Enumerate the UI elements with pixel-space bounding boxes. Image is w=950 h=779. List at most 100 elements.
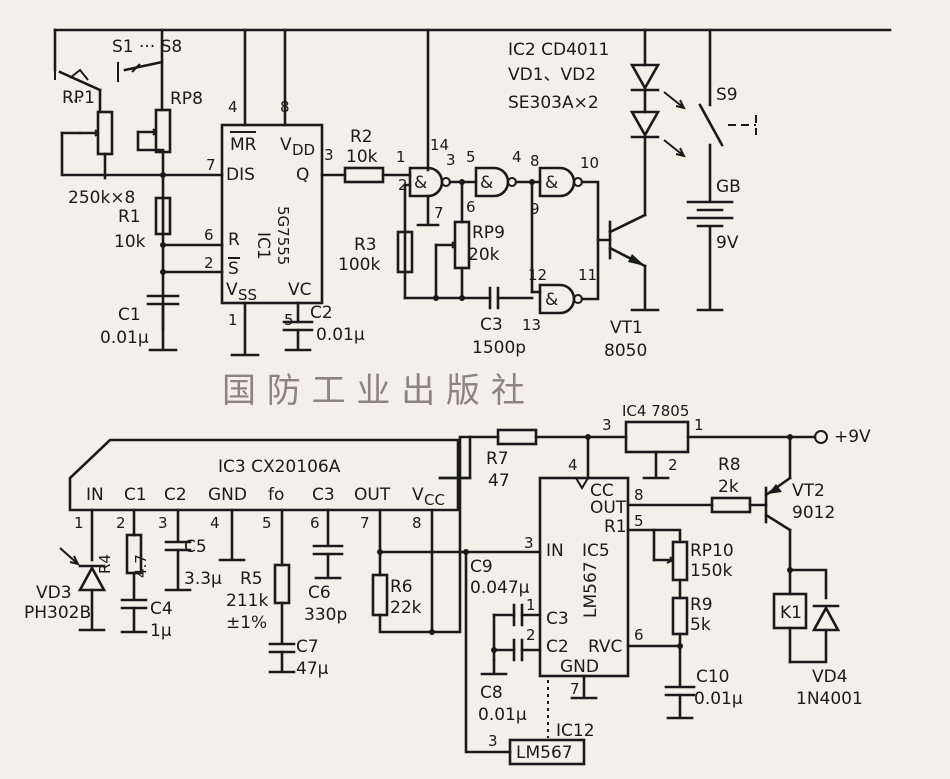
ic12-decoder: LM567 bbox=[508, 738, 586, 766]
led-vd1 bbox=[629, 63, 661, 92]
bottom-circuit: IC3 CX20106A IN C1 C2 GND fo C3 OUT V CC… bbox=[24, 402, 871, 766]
ic1-n2: 2 bbox=[204, 254, 214, 272]
r1-value-label: 10k bbox=[114, 232, 146, 252]
s9-label: S9 bbox=[716, 85, 738, 105]
ic3-n8: 8 bbox=[412, 514, 422, 532]
transistor-vt2: VT2 9012 bbox=[764, 476, 835, 532]
nand-gate-c: & bbox=[538, 166, 583, 198]
c8-value-label: 0.01μ bbox=[478, 705, 527, 725]
ic5-n7: 7 bbox=[570, 680, 580, 698]
gate-pin-4: 4 bbox=[512, 148, 522, 166]
ic1-n7: 7 bbox=[206, 156, 216, 174]
ic5-decoder: CC OUT R1 IN IC5 C3 C2 RVC GND LM567 4 8… bbox=[524, 456, 644, 698]
resistor-r8: R8 2k bbox=[710, 455, 752, 514]
svg-text:&: & bbox=[414, 173, 427, 193]
rp-value-label: 250k×8 bbox=[68, 188, 135, 208]
r2-value-label: 10k bbox=[346, 147, 378, 167]
capacitor-c2: C2 0.01μ bbox=[282, 303, 365, 352]
ic5-pin-c2: C2 bbox=[546, 637, 569, 657]
vd3-model-label: PH302B bbox=[24, 603, 91, 623]
ic1-n3: 3 bbox=[324, 146, 334, 164]
gate-pin-12: 12 bbox=[528, 266, 547, 284]
capacitor-c3: C3 1500p bbox=[472, 286, 534, 358]
ic3-pin-gnd: GND bbox=[208, 485, 247, 505]
ic5-pin-in: IN bbox=[546, 541, 564, 561]
c1-value-label: 0.01μ bbox=[100, 328, 149, 348]
switch-s9: S9 bbox=[698, 85, 757, 147]
supply-label: +9V bbox=[834, 427, 871, 447]
svg-text:&: & bbox=[545, 173, 558, 193]
rp8-label: RP8 bbox=[170, 89, 203, 109]
c6-value-label: 330p bbox=[304, 605, 347, 625]
ic5-n2: 2 bbox=[526, 626, 536, 644]
ic1-pin-s: S bbox=[228, 259, 239, 279]
c5-value-label: 3.3μ bbox=[184, 569, 222, 589]
transistor-vt1: VT1 8050 bbox=[604, 213, 660, 361]
ic3-n5: 5 bbox=[262, 514, 272, 532]
ic1-n8: 8 bbox=[280, 98, 290, 116]
c8-label: C8 bbox=[480, 683, 503, 703]
ic3-pin-fo: fo bbox=[268, 485, 284, 505]
gate-pin-6: 6 bbox=[466, 198, 476, 216]
vd-label: VD1、VD2 bbox=[508, 65, 596, 85]
ic1-n5: 5 bbox=[284, 311, 294, 329]
r8-value-label: 2k bbox=[718, 477, 739, 497]
ic3-n7: 7 bbox=[360, 514, 370, 532]
ic5-n5: 5 bbox=[634, 512, 644, 530]
gate-pin-13: 13 bbox=[522, 316, 541, 334]
c2-label: C2 bbox=[310, 303, 333, 323]
ic3-pin-c3: C3 bbox=[312, 485, 335, 505]
ic1-pin-vc: VC bbox=[288, 280, 312, 300]
ic5-pin-gnd: GND bbox=[560, 657, 599, 677]
ic1-n4: 4 bbox=[228, 98, 238, 116]
ic5-model: LM567 bbox=[581, 561, 601, 618]
ic5-n4: 4 bbox=[568, 456, 578, 474]
c3-value-label: 1500p bbox=[472, 338, 526, 358]
ic3-n1: 1 bbox=[74, 514, 84, 532]
ic1-pin-q: Q bbox=[296, 165, 309, 185]
r3-label: R3 bbox=[354, 235, 377, 255]
gate-pin-10: 10 bbox=[580, 154, 599, 172]
ic3-pin-vcc-sub: CC bbox=[424, 491, 445, 509]
r5-value-label: 211k bbox=[226, 591, 268, 611]
svg-text:&: & bbox=[545, 290, 558, 310]
ic1-pin-vdd: V bbox=[280, 135, 292, 155]
ic1-timer: MR DIS V DD Q R S V SS VC IC1 5G7555 4 8… bbox=[204, 98, 334, 329]
c4-value-label: 1μ bbox=[150, 621, 172, 641]
ic1-model: 5G7555 bbox=[274, 206, 292, 265]
capacitor-c10: C10 0.01μ bbox=[664, 667, 743, 720]
ic12-model: LM567 bbox=[516, 743, 573, 763]
vt2-model-label: 9012 bbox=[792, 503, 835, 523]
ic5-n6: 6 bbox=[634, 626, 644, 644]
ic3-title: IC3 CX20106A bbox=[218, 457, 341, 477]
gb-label: GB bbox=[716, 177, 741, 197]
r7-label: R7 bbox=[486, 449, 509, 469]
diode-vd4: VD4 1N4001 bbox=[796, 604, 863, 709]
resistor-r7: R7 47 bbox=[486, 428, 538, 491]
ic3-pin-c1: C1 bbox=[124, 485, 147, 505]
c9-label: C9 bbox=[470, 557, 493, 577]
ic1-pin-vss-sub: SS bbox=[238, 286, 257, 304]
ic3-receiver: IC3 CX20106A IN C1 C2 GND fo C3 OUT V CC… bbox=[68, 438, 460, 532]
c5-label: C5 bbox=[184, 537, 207, 557]
gate-pin-11: 11 bbox=[578, 266, 597, 284]
r6-label: R6 bbox=[390, 577, 413, 597]
r1-label: R1 bbox=[118, 207, 141, 227]
publisher-watermark: 国 防 工 业 出 版 社 bbox=[222, 371, 525, 411]
rp1-label: RP1 bbox=[62, 88, 95, 108]
r8-label: R8 bbox=[718, 455, 741, 475]
ic2-label: IC2 CD4011 bbox=[508, 40, 609, 60]
ic3-n4: 4 bbox=[210, 514, 220, 532]
ic5-pin-r1: R1 bbox=[604, 517, 627, 537]
c10-label: C10 bbox=[696, 667, 730, 687]
gate-pin-9: 9 bbox=[530, 200, 540, 218]
gate-pin-1: 1 bbox=[396, 148, 406, 166]
ic3-pin-c2: C2 bbox=[164, 485, 187, 505]
vd-model-label: SE303A×2 bbox=[508, 93, 599, 113]
gate-pin-3: 3 bbox=[446, 151, 456, 169]
resistor-r1: R1 10k bbox=[114, 196, 172, 252]
switches-label: S1 ··· S8 bbox=[112, 37, 182, 57]
gate-pin-2: 2 bbox=[398, 176, 408, 194]
c7-label: C7 bbox=[296, 637, 319, 657]
